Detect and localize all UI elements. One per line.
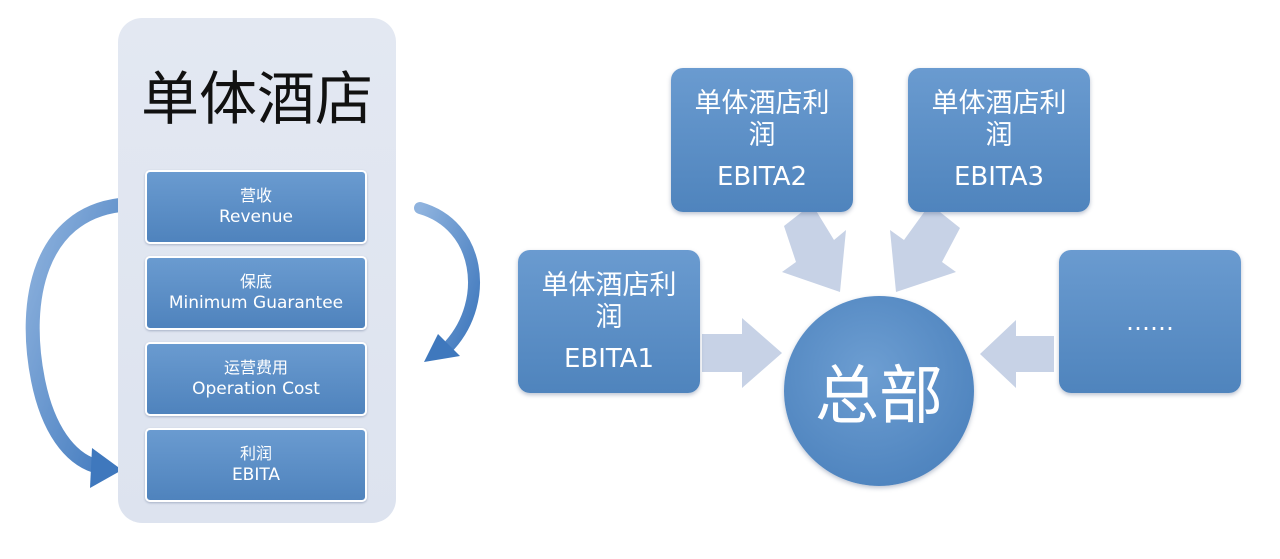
more-hotels-ellipsis: …… [1126,307,1174,336]
hotel-profit-value-1: EBITA1 [563,344,655,374]
cost-deduction-arrow [414,202,480,362]
profit-en: EBITA [231,465,281,486]
guarantee-bar: 保底 Minimum Guarantee [145,256,367,330]
hotel-profit-box-1: 单体酒店利润 EBITA1 [518,250,700,393]
revenue-to-profit-arrow [25,198,127,488]
hotel-profit-label-1: 单体酒店利润 [541,270,677,333]
profit-zh: 利润 [239,443,272,463]
hotel-profit-label-2: 单体酒店利润 [694,88,830,151]
hotel-profit-box-2: 单体酒店利润 EBITA2 [671,68,853,212]
arrow-ebita2-to-hq [782,204,846,292]
arrow-more-to-hq [980,320,1054,388]
hotel-profit-value-2: EBITA2 [716,162,808,192]
operation-cost-bar: 运营费用 Operation Cost [145,342,367,416]
profit-bar: 利润 EBITA [145,428,367,502]
more-hotels-box: …… [1059,250,1241,393]
operation-cost-en: Operation Cost [192,379,320,400]
hotel-profit-value-3: EBITA3 [953,162,1045,192]
guarantee-zh: 保底 [239,271,272,291]
guarantee-en: Minimum Guarantee [168,293,344,314]
revenue-en: Revenue [218,207,294,228]
hotel-profit-box-3: 单体酒店利润 EBITA3 [908,68,1090,212]
revenue-zh: 营收 [239,185,272,205]
hotel-profit-label-3: 单体酒店利润 [931,88,1067,151]
headquarters-circle: 总部 [784,296,974,486]
arrow-ebita3-to-hq [890,204,960,292]
panel-title: 单体酒店 [140,65,373,133]
arrow-ebita1-to-hq [702,318,782,388]
revenue-bar: 营收 Revenue [145,170,367,244]
operation-cost-zh: 运营费用 [223,357,288,377]
